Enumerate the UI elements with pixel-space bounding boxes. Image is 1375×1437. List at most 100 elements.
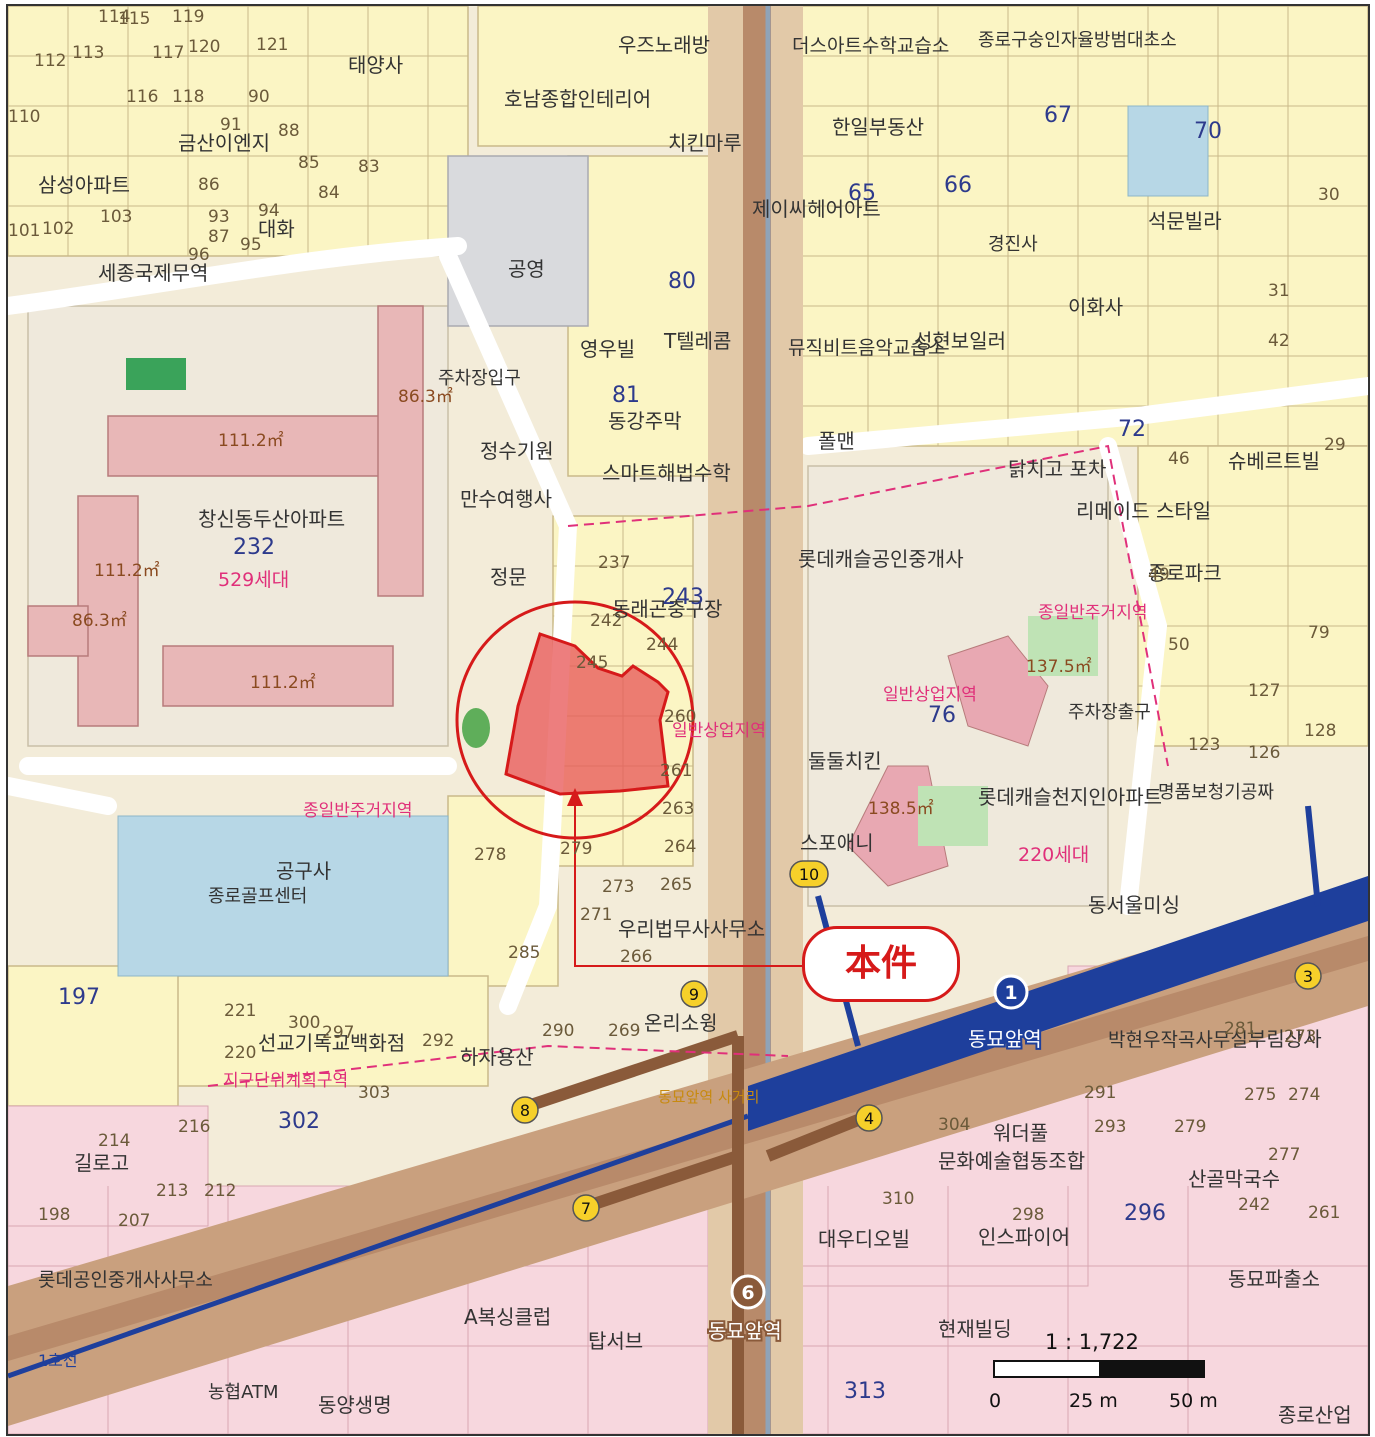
label-lotte-units: 220세대 xyxy=(1018,844,1089,866)
block-number: 31 xyxy=(1268,281,1290,301)
exit-10-label: 10 xyxy=(799,865,819,884)
water-area xyxy=(117,815,449,977)
block-number: 76 xyxy=(928,703,956,728)
scale-tick-start: 0 xyxy=(989,1390,1002,1412)
label-dongseoul: 동서울미싱 xyxy=(1088,893,1180,917)
zone-boundaries xyxy=(207,444,1169,1087)
block-number: 67 xyxy=(1044,103,1072,128)
block-number: 80 xyxy=(668,269,696,294)
block-number: 115 xyxy=(118,9,150,29)
block-number: 263 xyxy=(662,799,694,819)
label-changsin-num: 232 xyxy=(233,535,275,560)
label-chicken: 치킨마루 xyxy=(668,131,742,155)
block-number: 96 xyxy=(188,245,210,265)
scale-tick-end: 50 m xyxy=(1169,1390,1218,1412)
label-ttelecom: T텔레콤 xyxy=(663,329,731,353)
label-jewelry: 명품보청기공짜 xyxy=(1158,782,1274,803)
label-daehwa: 대화 xyxy=(258,217,295,241)
block-number: 49 xyxy=(1148,565,1170,585)
exit-9-label: 9 xyxy=(689,985,699,1004)
block-number: 46 xyxy=(1168,449,1190,469)
block-number: 81 xyxy=(612,383,640,408)
zone-label-4: 종일반주거지역 xyxy=(1038,603,1147,623)
block-number: 292 xyxy=(422,1031,454,1051)
label-jongno-park: 종로파크 xyxy=(1148,561,1222,585)
label-hanil: 한일부동산 xyxy=(832,115,924,139)
block-number: 50 xyxy=(1168,635,1190,655)
exit-8-label: 8 xyxy=(520,1101,530,1120)
label-doldol: 둘둘치킨 xyxy=(808,749,882,773)
block-number: 269 xyxy=(608,1021,640,1041)
line6-station-icon xyxy=(730,1274,766,1310)
block-number: 123 xyxy=(1188,735,1220,755)
exit-4-marker xyxy=(855,1104,883,1132)
label-grill: 닭치고 포차 xyxy=(1008,457,1106,481)
block-number: 84 xyxy=(318,183,340,203)
label-mansu: 만수여행사 xyxy=(460,487,552,511)
block-number: 303 xyxy=(358,1083,390,1103)
block-number: 197 xyxy=(58,985,100,1010)
label-changsin-apt: 창신동두산아파트 xyxy=(198,507,345,531)
label-bakhyun: 박현우작곡사무실 xyxy=(1108,1029,1248,1051)
block-number: 207 xyxy=(118,1211,150,1231)
block-number: 261 xyxy=(1308,1203,1340,1223)
line1-track xyxy=(8,1113,749,1379)
block-number: 212 xyxy=(204,1181,236,1201)
zone-label-2: 일반상업지역 xyxy=(672,721,766,741)
label-seongyo: 선교기독교백화점 xyxy=(258,1031,405,1055)
label-jcheir: 제이씨헤어아트 xyxy=(752,197,881,221)
label-remade: 리메이드 스타일 xyxy=(1076,499,1211,523)
label-music: 뮤직비트음악교습소 xyxy=(788,337,945,359)
block-number: 220 xyxy=(224,1043,256,1063)
label-gillogo: 길로고 xyxy=(74,1151,129,1175)
block-number: 118 xyxy=(172,87,204,107)
block-number: 304 xyxy=(938,1115,970,1135)
scale-graphic xyxy=(993,1360,1205,1378)
label-busam: 부림상사 xyxy=(1248,1027,1322,1051)
block-number: 310 xyxy=(882,1189,914,1209)
map-frame: 1 6 10 9 8 7 4 3 동묘앞역 동묘앞역 동묘앞역 사거리 1호선 … xyxy=(6,4,1370,1436)
subject-parcel xyxy=(504,632,670,796)
block-number: 277 xyxy=(1268,1145,1300,1165)
block-number: 296 xyxy=(1124,1201,1166,1226)
subject-label: 本件 xyxy=(802,926,960,1002)
block-number: 117 xyxy=(152,43,184,63)
block-number: 279 xyxy=(560,839,592,859)
label-jeongsu: 정수기원 xyxy=(480,439,554,463)
block-number: 72 xyxy=(1118,417,1146,442)
block-number: 91 xyxy=(220,115,242,135)
block-number: 90 xyxy=(248,87,270,107)
block-number: 213 xyxy=(156,1181,188,1201)
label-daewoo: 대우디오빌 xyxy=(818,1227,910,1251)
label-taeyang: 태양사 xyxy=(348,53,403,77)
block-number: 244 xyxy=(646,635,678,655)
exit-7-label: 7 xyxy=(581,1199,591,1218)
map-canvas[interactable]: 1 6 10 9 8 7 4 3 동묘앞역 동묘앞역 동묘앞역 사거리 1호선 … xyxy=(8,6,1368,1434)
block-number: 291 xyxy=(1084,1083,1116,1103)
label-geumsan: 금산이엔지 xyxy=(178,131,270,155)
block-number: 273 xyxy=(602,877,634,897)
dim-2: 111.2㎡ xyxy=(250,673,316,693)
zone-label-3: 종일반주거지역 xyxy=(303,801,412,821)
block-number: 30 xyxy=(1318,185,1340,205)
block-number: 79 xyxy=(1308,623,1330,643)
block-number: 275 xyxy=(1244,1085,1276,1105)
block-number: 88 xyxy=(278,121,300,141)
block-number: 265 xyxy=(660,875,692,895)
line1-branch-2 xyxy=(1305,805,1321,907)
block-number: 221 xyxy=(224,1001,256,1021)
label-changsin-units: 529세대 xyxy=(218,569,289,591)
line1-number: 1 xyxy=(1004,982,1017,1004)
block-number: 114 xyxy=(98,7,130,27)
block-number: 279 xyxy=(1174,1117,1206,1137)
dim-1: 111.2㎡ xyxy=(218,431,284,451)
block-number: 266 xyxy=(620,947,652,967)
block-number: 242 xyxy=(590,611,622,631)
label-lotte-castle: 롯데캐슬천지인아파트 xyxy=(978,785,1162,809)
apartment-buildings xyxy=(27,305,424,727)
block-number: 278 xyxy=(474,845,506,865)
label-usnorae: 우즈노래방 xyxy=(618,33,710,57)
block-number: 110 xyxy=(8,107,40,127)
subject-pointer-arrow xyxy=(567,788,583,806)
label-lotte-agency: 롯데캐슬공인중개사 xyxy=(798,547,964,571)
